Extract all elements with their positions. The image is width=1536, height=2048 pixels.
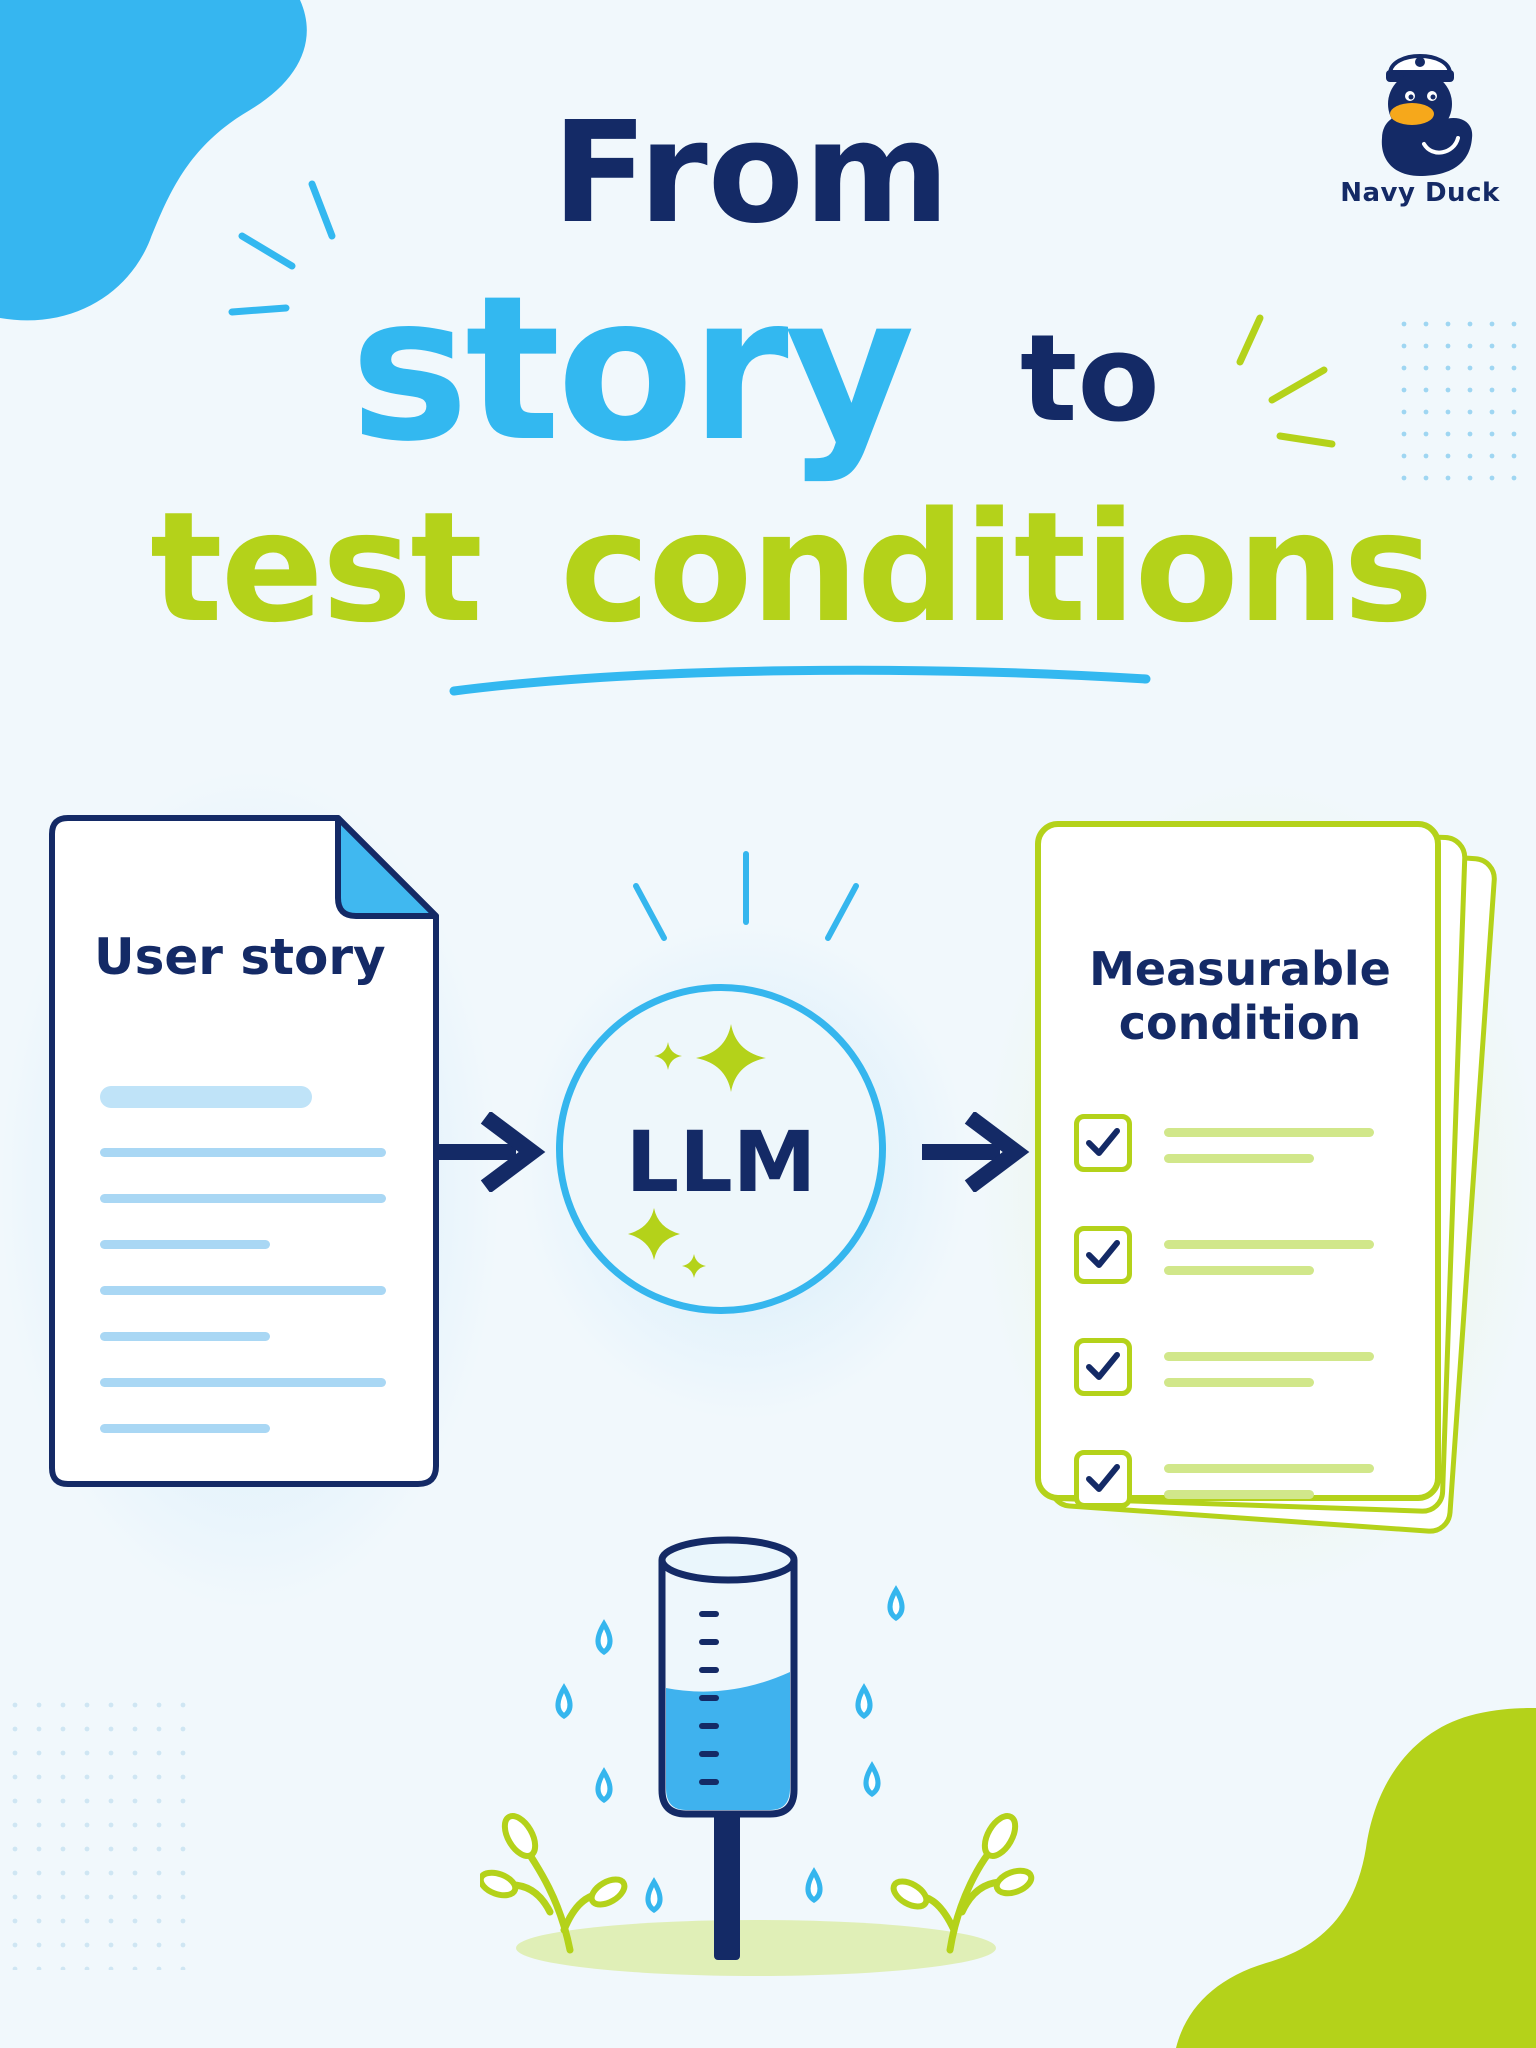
title-underline [449,665,1151,696]
checklist-item [1074,1338,1404,1404]
checkbox-checked-icon [1074,1114,1132,1172]
dot-pattern-top-right [1400,320,1530,490]
text-line [1164,1378,1314,1387]
corner-blob-top-left [0,0,307,321]
checklist-item [1074,1226,1404,1292]
llm-label: LLM [625,1113,817,1211]
checklist-item [1074,1114,1404,1180]
text-line [100,1378,386,1387]
accent-sparks-left [228,180,336,316]
text-line [100,1332,270,1341]
checklist-icon [1035,821,1497,1534]
text-line [1164,1464,1374,1473]
brand-logo: Navy Duck [1340,30,1500,208]
text-line [1164,1154,1314,1163]
text-line [100,1194,386,1203]
checkbox-checked-icon [1074,1226,1132,1284]
navy-duck-logo-icon [1381,54,1473,176]
text-line [100,1286,386,1295]
measurable-condition-label: Measurable condition [1089,942,1391,1051]
user-story-document: User story [48,808,440,1498]
text-line [1164,1128,1374,1137]
text-line [1164,1352,1374,1361]
text-line [100,1424,270,1433]
text-line [1164,1266,1314,1275]
text-line [1164,1240,1374,1249]
checkbox-checked-icon [1074,1338,1132,1396]
checkbox-checked-icon [1074,1450,1132,1508]
text-line [100,1240,270,1249]
light-rays-icon [633,851,859,941]
dot-pattern-bottom-left [10,1700,200,1970]
title-from: From [552,92,950,255]
title-story-highlight: story [350,253,915,486]
text-line-highlight [100,1086,312,1108]
measurable-conditions-stack: Measurable condition [1030,820,1530,1620]
arrow-right-icon [438,1112,546,1192]
brand-name: Navy Duck [1340,178,1500,208]
text-line [1164,1490,1314,1499]
flow-diagram: User story LLM [0,740,1536,1610]
sparkle-icon [628,1024,766,1278]
checklist-item [1074,1450,1404,1516]
title-to: to [1020,310,1160,449]
title-test: test [150,479,483,656]
arrow-right-icon [922,1112,1030,1192]
corner-blob-bottom-right [1176,1708,1536,2048]
user-story-label: User story [94,928,386,986]
llm-node: LLM [556,984,886,1314]
title-conditions: conditions [560,479,1434,656]
rain-gauge-icon [480,1536,1035,1976]
text-line [100,1148,386,1157]
accent-sparks-right [1236,314,1336,448]
